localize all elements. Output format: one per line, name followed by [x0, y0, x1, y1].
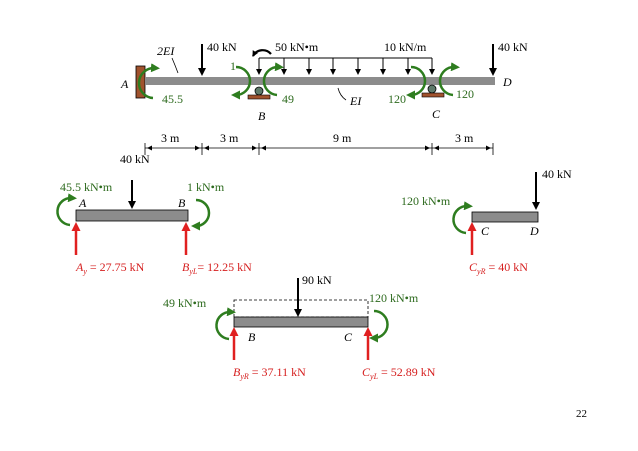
fbd-bc-udl-box [233, 299, 369, 318]
label-c-top: C [432, 107, 441, 121]
fbd-bc: 90 kN 49 kN•m 120 kN•m B C ByR = 37.11 k… [163, 273, 436, 381]
label-ei: EI [349, 94, 362, 108]
fem-arrow-b-right [262, 62, 284, 97]
fbd-bc-moment-b-arrow [215, 307, 236, 341]
pointer-2ei [171, 57, 179, 74]
fem-label-c-right: 120 [456, 87, 474, 101]
fem-arrow-c-right [438, 62, 460, 97]
fbd-ab-reaction-b: ByL= 12.25 kN [182, 260, 252, 276]
fem-label-b-left: 1 [230, 59, 236, 73]
fbd-cd: 40 kN 120 kN•m C D CyR = 40 kN [401, 167, 572, 276]
fem-label-a: 45.5 [162, 92, 183, 106]
moment-arrow-50knm [252, 49, 272, 57]
fbd-ab-label-a: A [78, 196, 87, 210]
fbd-bc-reaction-b: ByR = 37.11 kN [233, 365, 306, 381]
fbd-ab-label-b: B [178, 196, 186, 210]
top-beam [145, 77, 495, 85]
pointer-ei [337, 87, 347, 101]
fbd-bc-label-c: C [344, 330, 353, 344]
fbd-bc-beam [233, 316, 369, 328]
top-beam-group: A D B C 2EI EI 40 kN 50 kN•m [120, 40, 528, 123]
fbd-bc-moment-c-arrow [369, 309, 389, 343]
udl-label: 10 kN/m [384, 40, 427, 54]
roller-support-b [247, 86, 271, 100]
dimension-line: 3 m 3 m 9 m 3 m [144, 131, 494, 155]
fem-arrow-a [137, 63, 160, 100]
dim-label-2: 3 m [220, 131, 239, 145]
roller-support-c [421, 84, 445, 98]
fbd-ab-moment-a-arrow [56, 193, 77, 227]
fbd-bc-label-b: B [248, 330, 256, 344]
load-label-40kn-left: 40 kN [207, 40, 237, 54]
fbd-bc-reaction-c: CyL = 52.89 kN [362, 365, 436, 381]
moment-label-50knm: 50 kN•m [275, 40, 319, 54]
fem-arrow-b-left [231, 65, 252, 100]
fbd-ab-beam [75, 209, 189, 222]
fbd-cd-load-label: 40 kN [542, 167, 572, 181]
fbd-ab: 40 kN A B 45.5 kN•m 1 kN•m Ay = 27.75 kN… [56, 152, 252, 276]
fbd-cd-reaction-c: CyR = 40 kN [469, 260, 528, 276]
fbd-ab-load-label: 40 kN [120, 152, 150, 166]
label-a-top: A [120, 77, 129, 91]
dim-label-4: 3 m [455, 131, 474, 145]
fem-label-c-left: 120 [388, 92, 406, 106]
label-2ei: 2EI [157, 44, 175, 58]
dim-label-1: 3 m [161, 131, 180, 145]
fbd-bc-load-label: 90 kN [302, 273, 332, 287]
fbd-cd-moment-c-label: 120 kN•m [401, 194, 451, 208]
fbd-bc-moment-b-label: 49 kN•m [163, 296, 207, 310]
dim-label-3: 9 m [333, 131, 352, 145]
udl-arrows [256, 57, 435, 75]
fbd-ab-moment-a-label: 45.5 kN•m [60, 180, 113, 194]
fbd-ab-moment-b-label: 1 kN•m [187, 180, 225, 194]
fbd-bc-moment-c-label: 120 kN•m [369, 291, 419, 305]
fem-arrow-c-left [406, 65, 427, 100]
fbd-cd-label-c: C [481, 224, 490, 238]
label-d-top: D [502, 75, 512, 89]
load-label-40kn-right: 40 kN [498, 40, 528, 54]
label-b-top: B [258, 109, 266, 123]
fem-label-b-right: 49 [282, 92, 294, 106]
fbd-ab-reaction-a: Ay = 27.75 kN [75, 260, 145, 276]
page-number: 22 [576, 408, 587, 420]
fbd-ab-moment-b-arrow [191, 198, 211, 231]
fbd-cd-moment-c-arrow [452, 201, 473, 235]
fbd-cd-label-d: D [529, 224, 539, 238]
fbd-cd-beam [471, 211, 539, 223]
